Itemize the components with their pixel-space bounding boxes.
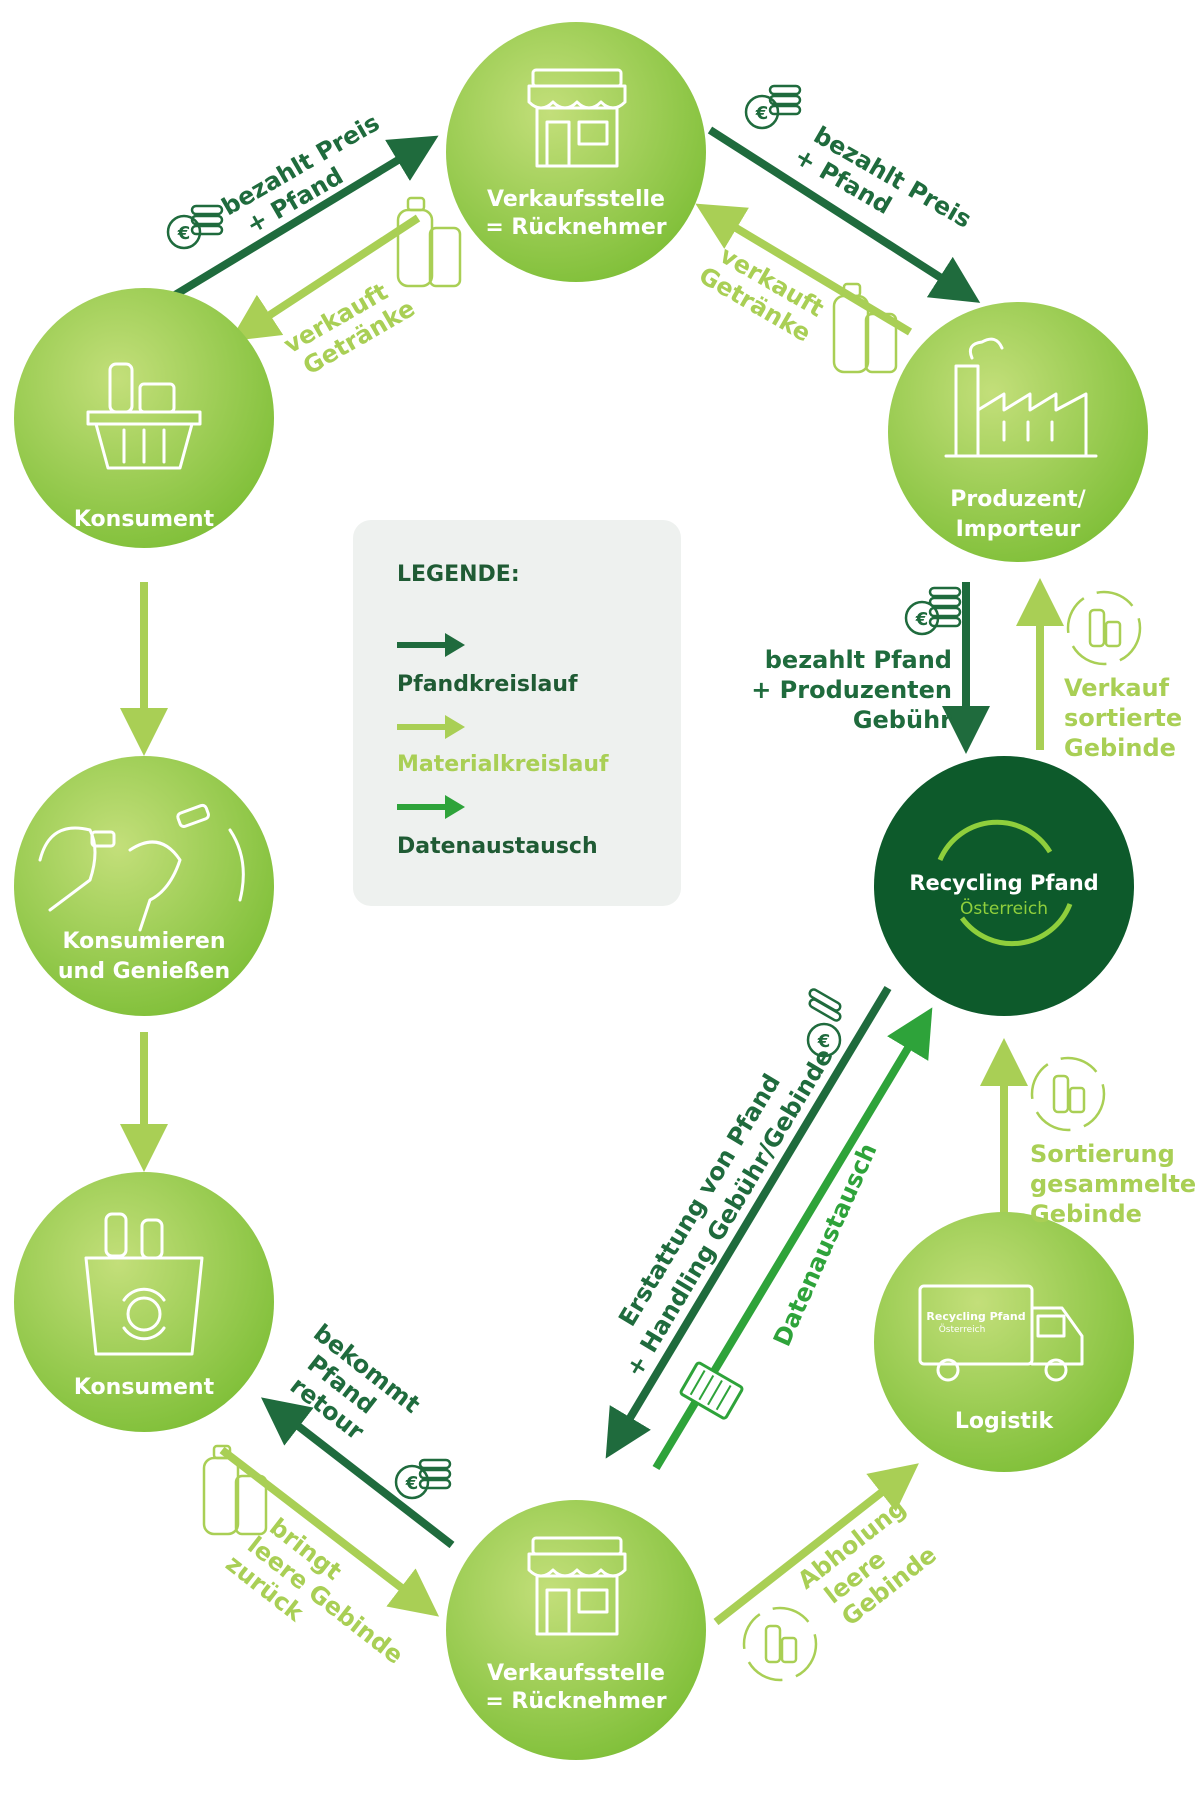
truck-brand-text: Recycling Pfand <box>926 1310 1025 1323</box>
svg-text:€: € <box>915 609 929 630</box>
label-producer-to-rpo-2: + Produzenten <box>751 676 952 704</box>
node-consume-line2: und Genießen <box>58 959 230 984</box>
node-producer-line1: Produzent/ <box>950 487 1086 512</box>
label-rpo-to-producer-3: Gebinde <box>1064 734 1176 762</box>
legend-arrow-light <box>397 715 465 739</box>
label-rpo-to-producer-1: Verkauf <box>1064 674 1170 702</box>
svg-text:€: € <box>817 1031 831 1052</box>
label-producer-to-shop: verkauft Getränke <box>694 241 828 348</box>
recycle-icon <box>742 1606 818 1682</box>
factory-icon <box>944 337 1098 458</box>
arrow-shop-to-logistics <box>713 1463 919 1626</box>
legend-title: LEGENDE: <box>397 562 520 587</box>
legend-arrow-dark <box>397 633 465 657</box>
node-consume: Konsumieren und Genießen <box>14 756 274 1016</box>
node-top-shop-line2: = Rücknehmer <box>485 215 666 240</box>
svg-text:€: € <box>405 1473 419 1494</box>
legend-panel: LEGENDE: Pfandkreislauf Materialkreislau… <box>353 520 681 906</box>
truck-brand-country: Österreich <box>939 1324 986 1335</box>
coins-icon: € <box>806 988 842 1058</box>
node-bottom-shop-line1: Verkaufsstelle <box>487 1661 665 1686</box>
node-bottom-shop-line2: = Rücknehmer <box>485 1689 666 1714</box>
bin-icon <box>84 1212 204 1356</box>
node-bottom-shop: Verkaufsstelle = Rücknehmer <box>446 1500 706 1760</box>
label-logistics-to-rpo: Sortierung gesammelte Gebinde <box>1030 1140 1196 1228</box>
arrow-consumer-to-shop <box>167 135 439 302</box>
node-consumer-top-label: Konsument <box>74 507 215 532</box>
rpo-swoosh-bottom-icon <box>959 903 1073 947</box>
node-consumer-top: Konsument <box>14 288 274 548</box>
label-logistics-to-rpo-1: Sortierung <box>1030 1140 1175 1168</box>
label-rpo-to-producer: Verkauf sortierte Gebinde <box>1064 674 1182 762</box>
arrow-producer-to-shop <box>695 203 913 336</box>
node-logistics-label: Logistik <box>955 1409 1055 1434</box>
node-consumer-bottom: Konsument <box>14 1172 274 1432</box>
recycle-icon <box>1030 1056 1106 1132</box>
rpo-swoosh-top-icon <box>937 819 1053 861</box>
node-producer: Produzent/ Importeur <box>888 302 1148 562</box>
arrow-rpo-to-shop <box>605 985 892 1459</box>
label-logistics-to-rpo-3: Gebinde <box>1030 1200 1142 1228</box>
arrow-shop-to-producer <box>707 126 981 303</box>
node-top-shop: Verkaufsstelle = Rücknehmer <box>446 22 706 282</box>
shop-icon <box>527 1536 627 1636</box>
arrow-shop-to-consumer <box>229 214 421 342</box>
people-drinking-icon <box>38 803 245 932</box>
label-shop-to-consumer: verkauft Getränke <box>279 277 420 380</box>
node-logistics: Recycling Pfand Österreich Logistik <box>874 1212 1134 1472</box>
label-rpo-to-producer-2: sortierte <box>1064 704 1182 732</box>
bottles-icon <box>202 1444 268 1536</box>
bottles-icon <box>396 196 462 288</box>
label-producer-to-rpo: bezahlt Pfand + Produzenten Gebühr <box>751 646 952 734</box>
rpo-country: Österreich <box>960 897 1048 919</box>
node-top-shop-line1: Verkaufsstelle <box>487 187 665 212</box>
node-consume-line1: Konsumieren <box>62 929 225 954</box>
recycle-icon <box>1066 590 1142 666</box>
arrow-shop-to-consumer-bottom <box>261 1397 455 1549</box>
node-producer-line2: Importeur <box>956 517 1081 542</box>
svg-text:€: € <box>755 103 769 124</box>
node-rpo: Recycling Pfand Österreich <box>874 756 1134 1016</box>
label-data-exchange-1: Datenaustausch <box>768 1139 883 1350</box>
svg-text:€: € <box>177 223 191 244</box>
coins-icon: € <box>394 1458 452 1500</box>
basket-icon <box>86 362 202 470</box>
label-data-exchange: Datenaustausch <box>768 1139 883 1350</box>
coins-icon: € <box>166 204 224 250</box>
label-producer-to-rpo-1: bezahlt Pfand <box>765 646 952 674</box>
label-shop-to-logistics: Abholung leere Gebinde <box>792 1493 941 1631</box>
label-logistics-to-rpo-2: gesammelte <box>1030 1170 1196 1198</box>
legend-item-materialkreislauf: Materialkreislauf <box>397 752 609 777</box>
coins-icon: € <box>744 84 802 130</box>
bottles-icon <box>832 282 898 374</box>
shop-icon <box>527 68 627 168</box>
node-consumer-bottom-label: Konsument <box>74 1375 215 1400</box>
truck-icon <box>918 1284 1084 1382</box>
legend-arrow-data <box>397 795 465 819</box>
coins-icon: € <box>904 586 962 636</box>
data-sheet-icon <box>679 1361 744 1420</box>
label-shop-to-consumer-bottom: bekommt Pfand retour <box>285 1319 426 1446</box>
legend-item-pfandkreislauf: Pfandkreislauf <box>397 672 578 697</box>
legend-item-datenaustausch: Datenaustausch <box>397 834 598 859</box>
label-producer-to-rpo-3: Gebühr <box>853 706 952 734</box>
rpo-name: Recycling Pfand <box>909 871 1098 895</box>
